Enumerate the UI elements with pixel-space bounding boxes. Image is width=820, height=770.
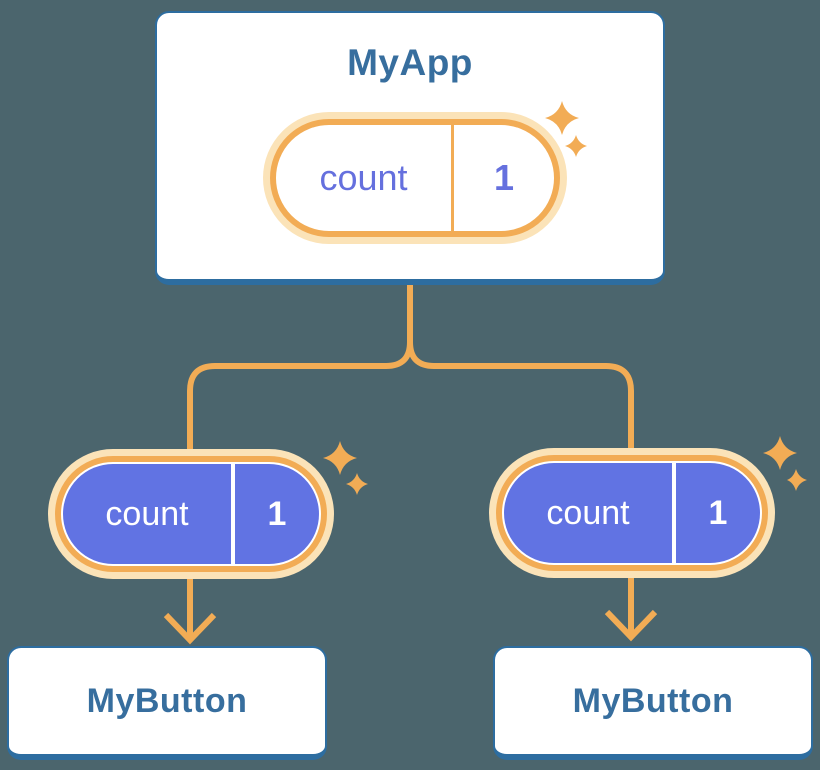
component-title-child-right: MyButton [572,682,734,720]
branch-line-right [407,285,634,452]
state-pill-ring: count 1 [270,119,560,237]
sparkle-icon [787,469,807,491]
prop-pill-right: count 1 [489,448,775,578]
component-title-child-left: MyButton [86,682,248,720]
prop-pill-left-value: 1 [267,494,287,533]
prop-pill-right-label: count [546,493,630,532]
arrow-head-right-icon [604,609,658,642]
prop-pill-left-label: count [105,494,189,533]
prop-pill-right-value: 1 [708,493,728,532]
sparkle-icon [346,473,368,495]
component-card-child-left: MyButton [7,646,327,760]
sparkle-icon [763,436,797,470]
branch-line-left [187,285,413,453]
state-pill-root: count 1 [263,112,567,244]
prop-pill-right-ring: count 1 [496,455,768,571]
prop-pill-right-core: count 1 [504,463,760,563]
state-pill-value: 1 [493,157,515,198]
sparkle-icon [323,441,357,475]
component-card-child-right: MyButton [493,646,813,760]
prop-pill-left-ring: count 1 [55,456,327,572]
prop-pill-left-core: count 1 [63,464,319,564]
arrow-head-left-icon [163,612,217,645]
component-title-root: MyApp [347,42,473,83]
prop-pill-left-divider [231,464,235,564]
prop-pill-right-divider [672,463,676,563]
state-pill-label: count [319,157,408,198]
prop-pill-left: count 1 [48,449,334,579]
state-pill-divider [451,125,454,231]
